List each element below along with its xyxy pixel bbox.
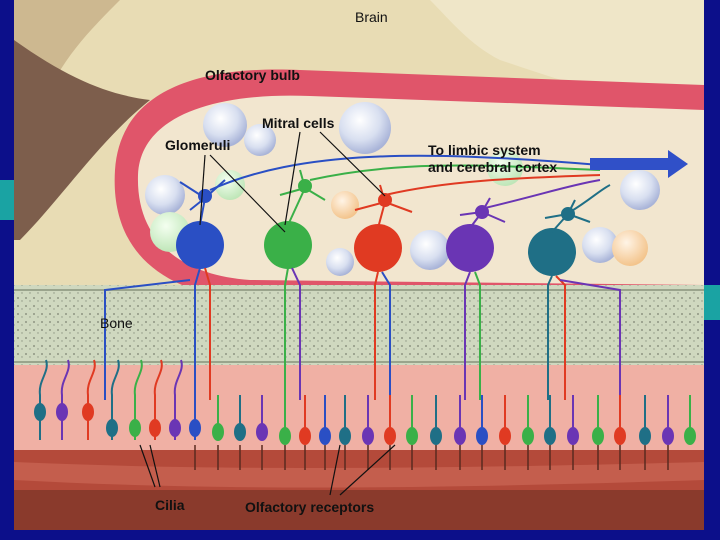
label-glomeruli: Glomeruli xyxy=(165,137,230,153)
glomerulus-blue xyxy=(176,221,224,269)
label-olfactory-receptors: Olfactory receptors xyxy=(245,499,374,515)
right-accent-bar xyxy=(703,285,720,320)
label-bone: Bone xyxy=(100,315,133,331)
label-limbic-line2: and cerebral cortex xyxy=(428,159,557,175)
picture-area: Brain Olfactory bulb Mitral cells Glomer… xyxy=(14,0,704,530)
glomerulus-green xyxy=(264,221,312,269)
label-brain: Brain xyxy=(355,9,388,25)
left-accent-bar xyxy=(0,180,14,220)
glomerulus-purple xyxy=(446,224,494,272)
label-mitral-cells: Mitral cells xyxy=(262,115,335,131)
label-cilia: Cilia xyxy=(155,497,185,513)
glomerulus-red xyxy=(354,224,402,272)
label-limbic-line1: To limbic system xyxy=(428,142,541,158)
label-olfactory-bulb: Olfactory bulb xyxy=(205,67,300,83)
glomerulus-teal xyxy=(528,228,576,276)
